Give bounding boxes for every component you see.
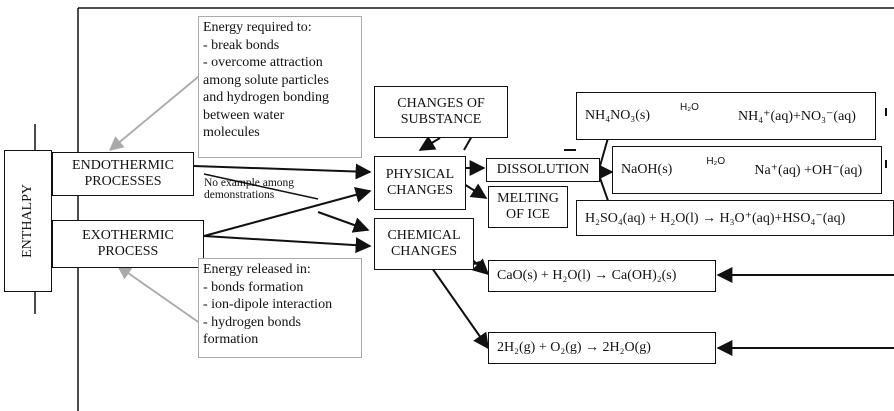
physical-changes-line-1: PHYSICAL [385,167,455,182]
energy-required-line-6: between water [203,107,285,123]
eq5-text: 2H₂(g) + O₂(g) → 2H₂O(g) [497,340,651,355]
changes-of-substance-line-1: CHANGES OF [397,96,485,111]
eq1-products: NH₄⁺(aq)+NO₃⁻(aq) [737,108,856,124]
energy-released-line-4: - hydrogen bonds [203,314,301,330]
eq1-h2o-label: H₂O [679,102,699,113]
endothermic-processes-box: ENDOTHERMIC PROCESSES [52,152,194,196]
exothermic-line-2: PROCESS [97,244,159,259]
energy-required-line-1: Energy required to: [203,20,312,35]
energy-released-line-5: formation [203,332,259,347]
melting-of-ice-box: MELTING OF ICE [488,186,568,228]
exothermic-process-box: EXOTHERMIC PROCESS [52,220,204,268]
physical-changes-box: PHYSICAL CHANGES [374,156,466,210]
energy-required-line-2: - break bonds [203,37,280,53]
dissolution-box: DISSOLUTION [486,158,600,182]
eq2-reactant: NaOH(s) [621,162,673,177]
energy-released-line-2: - bonds formation [203,279,304,295]
endothermic-line-2: PROCESSES [84,174,162,189]
melting-line-1: MELTING [497,191,559,206]
chemical-changes-box: CHEMICAL CHANGES [374,218,474,270]
equation-sulfuric-acid: H₂SO₄(aq) + H₂O(l) → H₃O⁺(aq)+HSO₄⁻(aq) [576,200,894,236]
energy-required-line-5: and hydrogen bonding [203,90,329,105]
energy-released-box: Energy released in: - bonds formation - … [198,258,362,358]
no-example-line-1: No example among [204,177,295,189]
eq4-text: CaO(s) + H₂O(l) → Ca(OH)₂(s) [497,268,677,283]
melting-line-2: OF ICE [506,207,550,222]
no-example-line-2: demonstrations [204,189,275,201]
no-example-note: No example among demonstrations [204,177,294,201]
endothermic-line-1: ENDOTHERMIC [72,158,174,173]
physical-changes-line-2: CHANGES [386,183,454,198]
enthalpy-label: ENTHALPY [20,184,35,258]
eq2-products: Na⁺(aq) +OH⁻(aq) [754,162,863,178]
energy-released-line-3: - ion-dipole interaction [203,297,333,312]
equation-hydrogen-combustion: 2H₂(g) + O₂(g) → 2H₂O(g) [488,332,716,364]
chemical-changes-line-2: CHANGES [390,244,458,259]
energy-required-line-3: - overcome attraction [203,55,323,70]
equation-calcium-oxide: CaO(s) + H₂O(l) → Ca(OH)₂(s) [488,260,716,292]
energy-required-box: Energy required to: - break bonds - over… [198,16,362,158]
changes-of-substance-box: CHANGES OF SUBSTANCE [374,86,508,138]
eq2-h2o-label: H₂O [706,156,726,167]
eq1-reactant: NH₄NO₃(s) [585,108,650,123]
energy-required-line-4: among solute particles [203,72,329,88]
chemical-changes-line-1: CHEMICAL [387,228,461,243]
exothermic-line-1: EXOTHERMIC [82,228,174,243]
equation-ammonium-nitrate: NH₄NO₃(s) H₂O NH₄⁺(aq)+NO₃⁻(aq) [576,92,876,140]
energy-released-line-1: Energy released in: [203,262,311,277]
enthalpy-box: ENTHALPY [4,150,52,292]
energy-required-line-7: molecules [203,125,260,140]
changes-of-substance-line-2: SUBSTANCE [400,112,482,127]
equation-sodium-hydroxide: NaOH(s) H₂O Na⁺(aq) +OH⁻(aq) [612,146,882,194]
eq3-text: H₂SO₄(aq) + H₂O(l) → H₃O⁺(aq)+HSO₄⁻(aq) [585,210,846,226]
